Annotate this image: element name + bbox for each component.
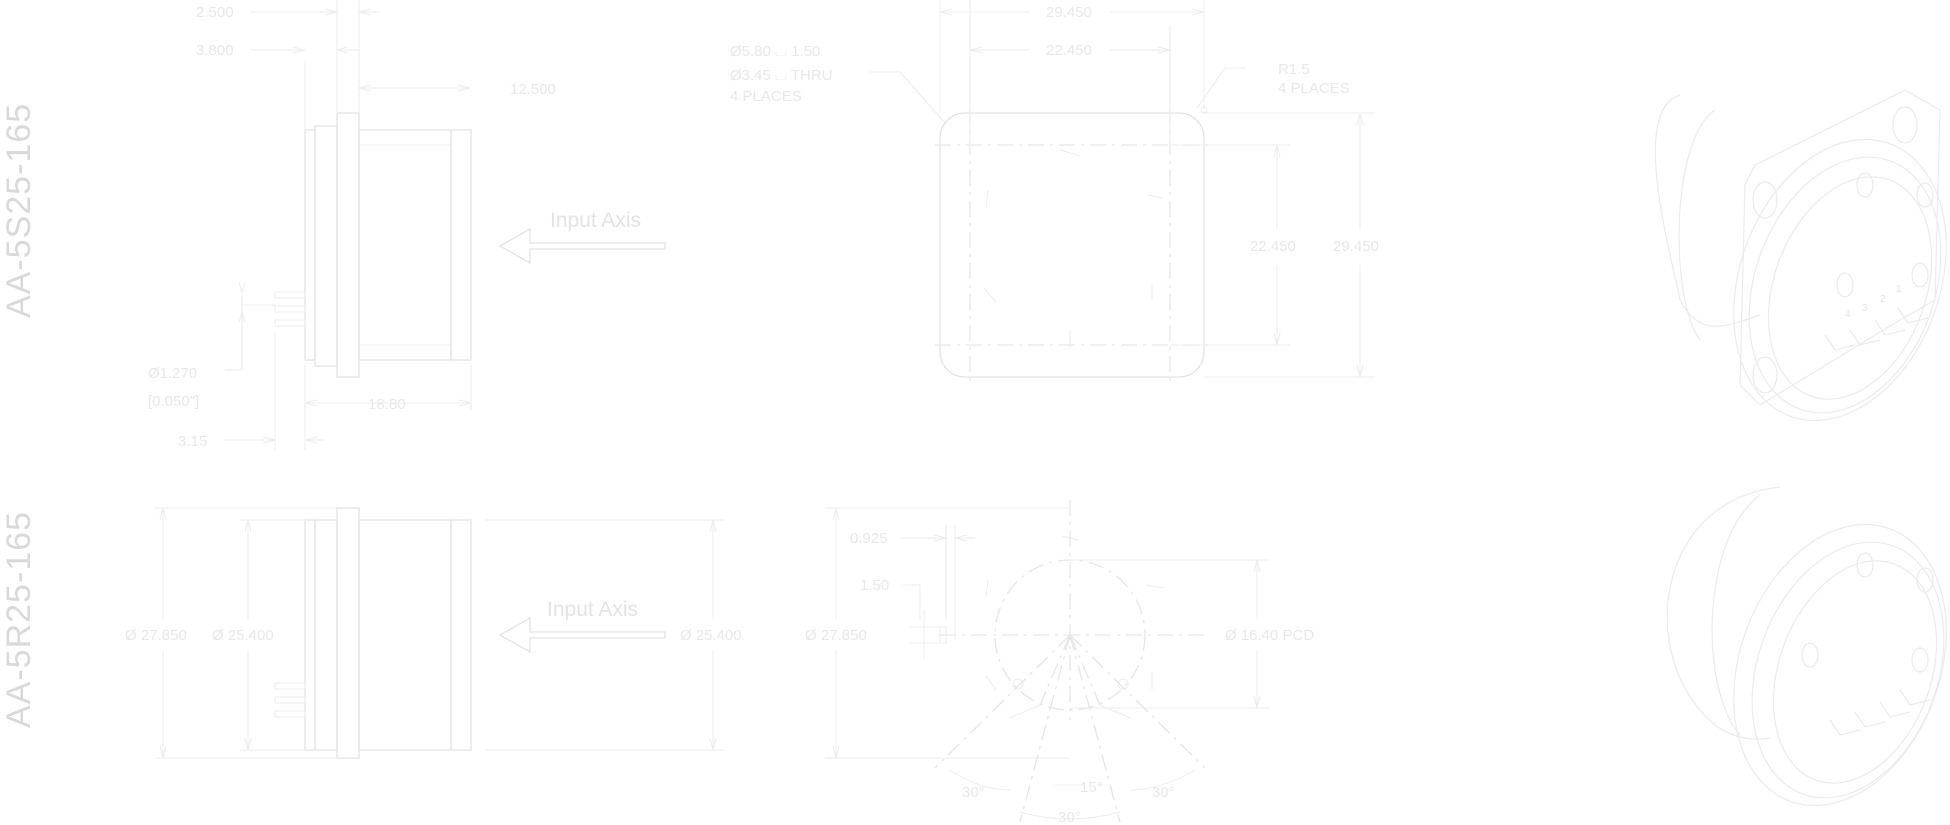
input-axis-label-bottom: Input Axis xyxy=(547,598,638,621)
angle-30-bottom: 30° xyxy=(1058,809,1081,825)
dim-2245-width: 22.450 xyxy=(1046,42,1092,59)
dim-dia-27850-front: Ø 27.850 xyxy=(805,627,867,644)
iso-pin-label-2: 2 xyxy=(1880,294,1886,305)
angle-30-left: 30° xyxy=(962,784,985,801)
radius-note: R1.5 xyxy=(1278,61,1310,78)
dim-2945-height: 29.450 xyxy=(1333,238,1379,255)
dim-inch-050: [0.050"] xyxy=(148,393,199,410)
dim-3800: 3.800 xyxy=(196,42,234,59)
isometric-view-round-flange xyxy=(1666,486,1947,807)
dim-1880: 18.80 xyxy=(368,396,406,413)
dim-dia-25400-right: Ø 25.400 xyxy=(680,627,742,644)
top-front-view: 29.450 22.450 Ø5.80 ⌴ 1.50 Ø3.45 ⌴ THRU … xyxy=(730,0,1379,382)
bottom-side-view: Input Axis Ø 27.850 Ø 25.400 Ø 25.400 xyxy=(125,507,742,759)
dim-pcd: Ø 16.40 PCD xyxy=(1225,627,1314,644)
hole-places-note: 4 PLACES xyxy=(730,88,802,105)
top-side-view: Input Axis 2.500 3.800 12.500 Ø1.270 [0.… xyxy=(148,0,666,450)
iso-pin-label-3: 3 xyxy=(1862,303,1868,314)
dim-2945-width: 29.450 xyxy=(1046,4,1092,21)
model-title-bottom: AA-5R25-165 xyxy=(0,511,38,728)
isometric-view-square-flange xyxy=(1654,89,1947,422)
dim-150: 1.50 xyxy=(860,577,889,594)
angle-30-right: 30° xyxy=(1152,784,1175,801)
input-axis-label-top: Input Axis xyxy=(550,209,641,232)
dim-315: 3.15 xyxy=(178,433,207,450)
dim-12500: 12.500 xyxy=(510,81,556,98)
hole-thru-note: Ø3.45 ⌴ THRU xyxy=(730,67,833,84)
dim-0925: 0.925 xyxy=(850,530,888,547)
dim-dia-27850-left: Ø 27.850 xyxy=(125,627,187,644)
radius-places-note: 4 PLACES xyxy=(1278,80,1350,97)
dim-dia-25400-left: Ø 25.400 xyxy=(212,627,274,644)
dim-dia-1270: Ø1.270 xyxy=(148,365,197,382)
model-title-top: AA-5S25-165 xyxy=(0,103,38,318)
bottom-front-view: 0.925 1.50 Ø 27.850 Ø 16.40 PCD 30° 15° … xyxy=(805,500,1314,825)
iso-pin-label-4: 4 xyxy=(1845,309,1851,320)
iso-pin-label-1: 1 xyxy=(1896,284,1902,295)
hole-cbore-note: Ø5.80 ⌴ 1.50 xyxy=(730,43,820,60)
angle-15: 15° xyxy=(1080,779,1103,796)
dim-2500: 2.500 xyxy=(196,4,234,21)
dim-2245-height: 22.450 xyxy=(1250,238,1296,255)
